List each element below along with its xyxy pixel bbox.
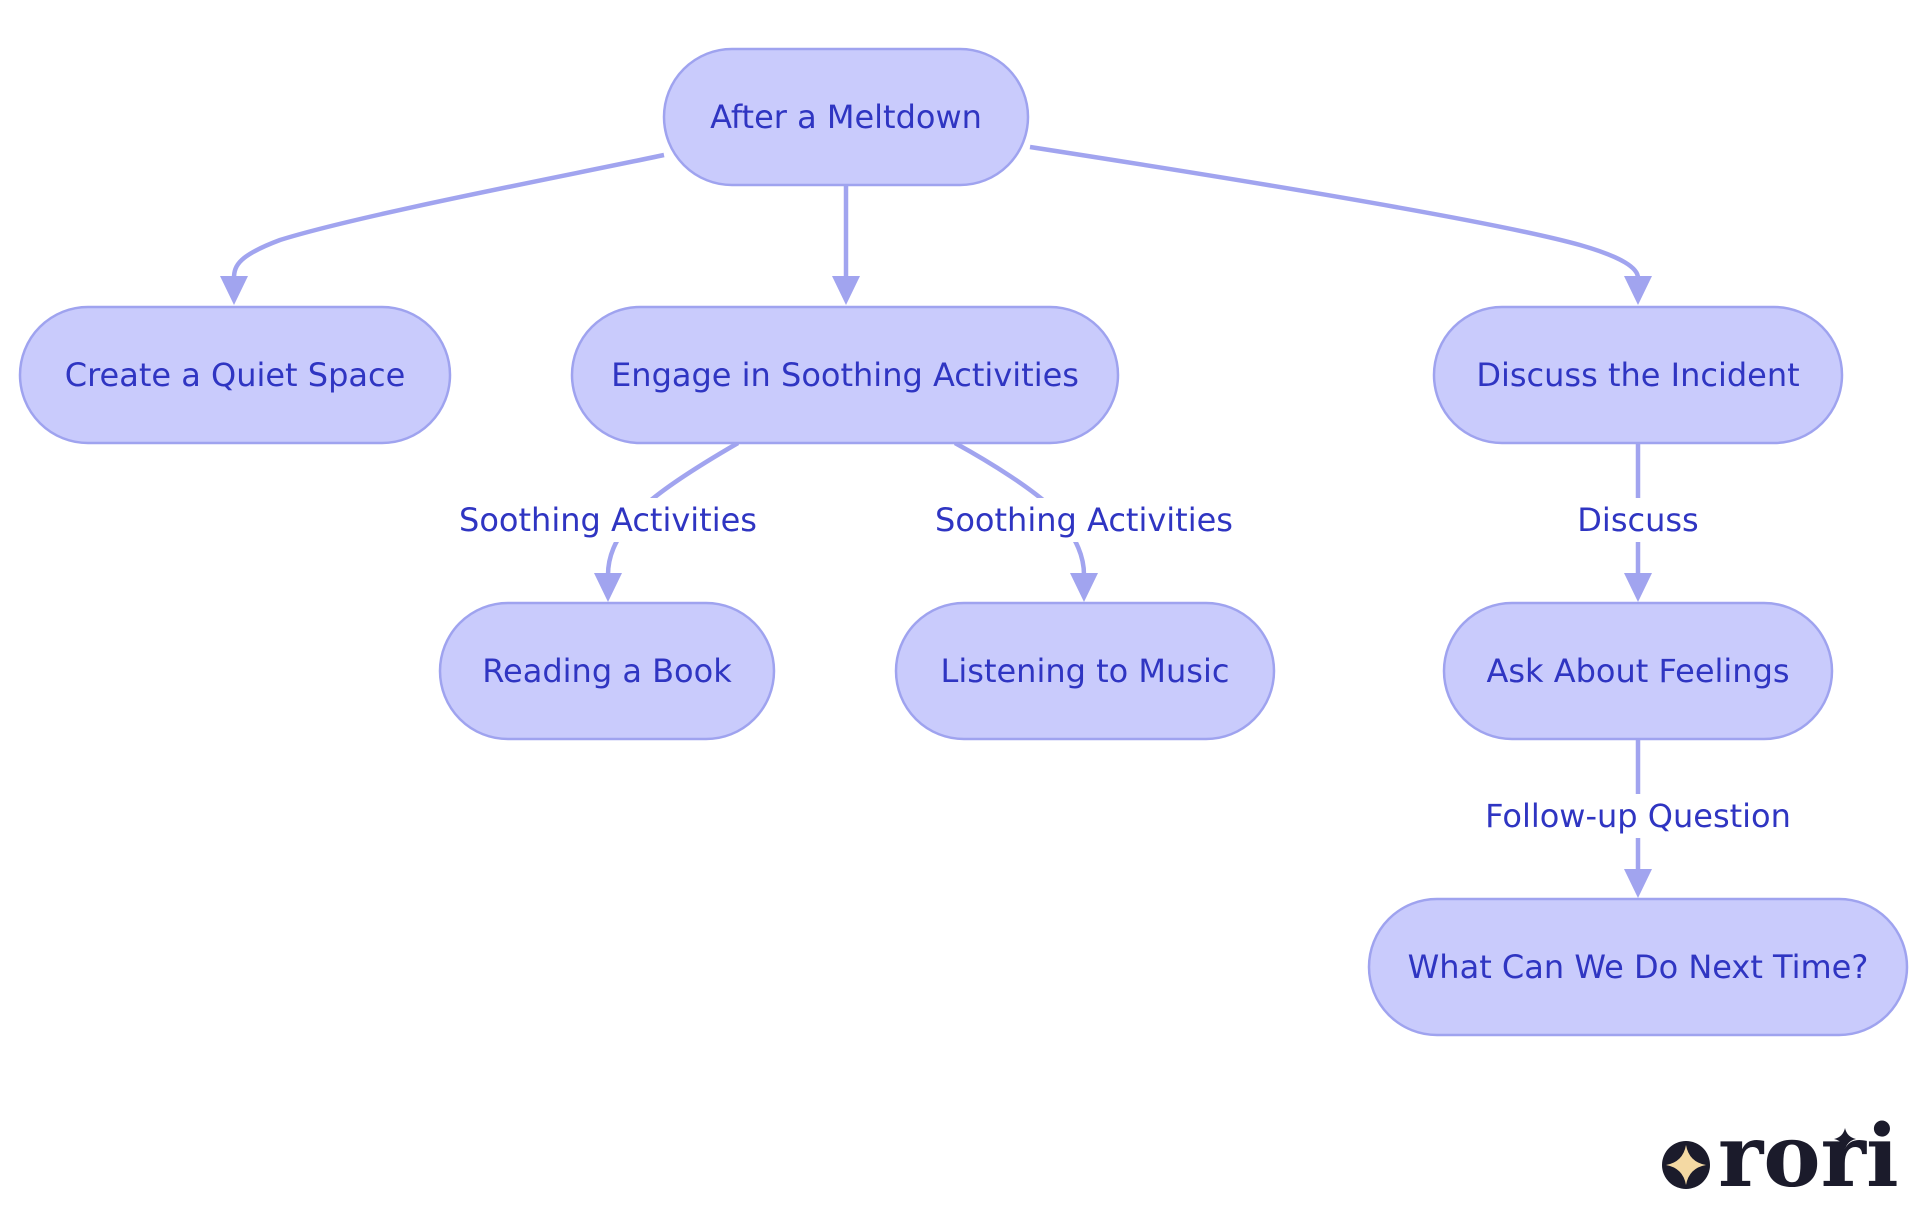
arrow-feelings-to-next-time [1624, 869, 1652, 898]
nodes: After a Meltdown Create a Quiet Space En… [18, 47, 1909, 1037]
node-engage-in-soothing-activities[interactable]: Engage in Soothing Activities [570, 305, 1120, 445]
node-label: Discuss the Incident [1476, 356, 1799, 394]
edge-labels: Soothing Activities Soothing Activities … [458, 498, 1791, 838]
arrow-root-to-quiet-space [220, 276, 248, 305]
node-create-a-quiet-space[interactable]: Create a Quiet Space [18, 305, 452, 445]
node-label: Engage in Soothing Activities [611, 356, 1079, 394]
node-reading-a-book[interactable]: Reading a Book [438, 601, 776, 741]
edge-label-text: Soothing Activities [935, 501, 1233, 539]
node-ask-about-feelings[interactable]: Ask About Feelings [1442, 601, 1834, 741]
arrow-root-to-soothing [832, 276, 860, 305]
edge-label-soothing-to-music: Soothing Activities [934, 498, 1234, 542]
arrow-soothing-to-music [1070, 573, 1098, 602]
edge-label-text: Discuss [1577, 501, 1698, 539]
rori-logo: rori [1662, 1106, 1899, 1207]
node-label: What Can We Do Next Time? [1408, 948, 1869, 986]
node-label: Create a Quiet Space [65, 356, 406, 394]
node-label: Listening to Music [941, 652, 1230, 690]
sparkle-icon [1834, 1128, 1856, 1150]
node-discuss-the-incident[interactable]: Discuss the Incident [1432, 305, 1844, 445]
node-listening-to-music[interactable]: Listening to Music [894, 601, 1276, 741]
arrow-soothing-to-reading [594, 573, 622, 602]
node-label: Ask About Feelings [1486, 652, 1789, 690]
arrow-incident-to-feelings [1624, 573, 1652, 602]
edge-label-text: Soothing Activities [459, 501, 757, 539]
node-after-a-meltdown[interactable]: After a Meltdown [662, 47, 1030, 187]
star-icon [1662, 1141, 1710, 1189]
edge-label-soothing-to-reading: Soothing Activities [458, 498, 758, 542]
arrow-root-to-discuss-incident [1624, 276, 1652, 305]
node-label: Reading a Book [482, 652, 732, 690]
edge-root-to-discuss-incident [1029, 144, 1641, 279]
logo-wordmark: rori [1718, 1106, 1899, 1207]
node-label: After a Meltdown [710, 98, 982, 136]
edge-label-incident-to-feelings: Discuss [1573, 498, 1703, 542]
edge-root-to-quiet-space [231, 152, 665, 279]
node-what-can-we-do-next-time[interactable]: What Can We Do Next Time? [1367, 897, 1909, 1037]
edge-label-feelings-to-next-time: Follow-up Question [1485, 794, 1791, 838]
edge-label-text: Follow-up Question [1485, 797, 1791, 835]
